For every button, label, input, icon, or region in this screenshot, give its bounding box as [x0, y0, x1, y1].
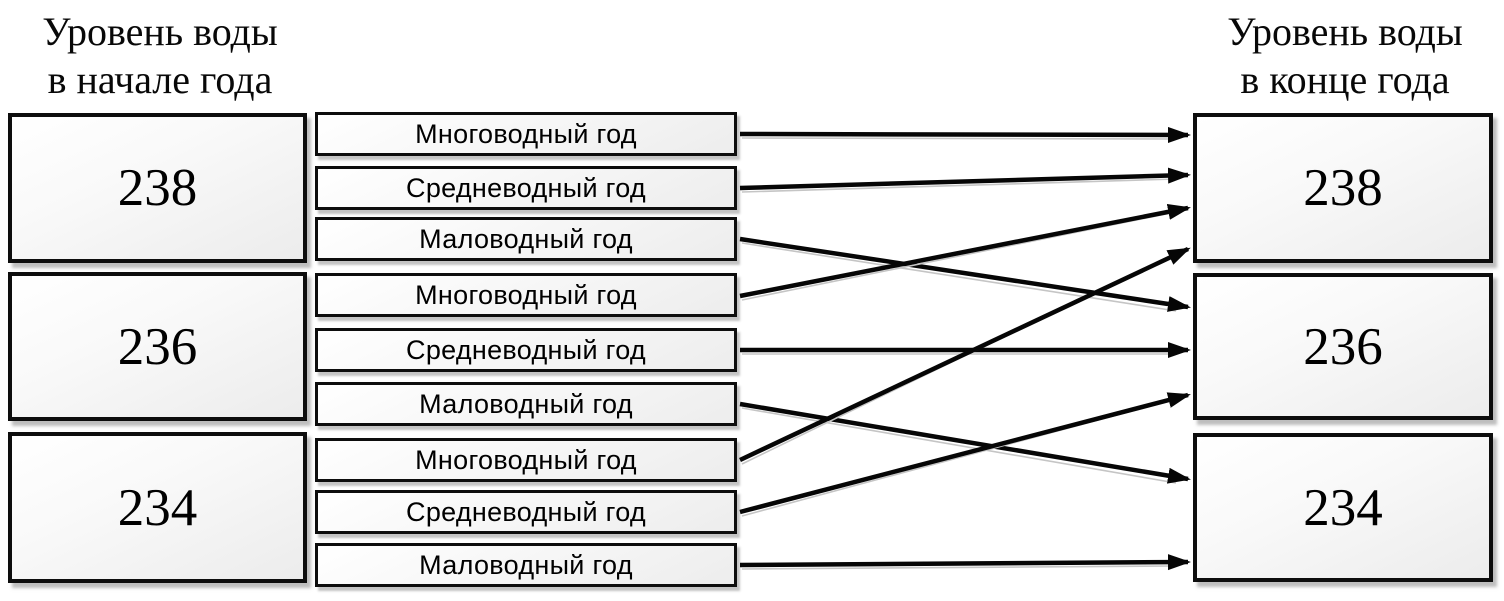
- end-heading-line2: в конце года: [1240, 57, 1450, 102]
- transition-arrow-shadow: [741, 252, 1177, 465]
- year-type-label: Многоводный год: [415, 118, 637, 149]
- year-type-label: Маловодный год: [419, 549, 633, 580]
- year-type-box: Маловодный год: [315, 382, 737, 426]
- end-level-box: 236: [1193, 273, 1493, 420]
- end-of-year-heading: Уровень воды в конце года: [1190, 8, 1500, 104]
- year-type-box: Маловодный год: [315, 217, 737, 261]
- transition-arrow-shadow: [741, 137, 1177, 140]
- end-heading-line1: Уровень воды: [1227, 9, 1463, 54]
- start-heading-line2: в начале года: [47, 57, 273, 102]
- year-type-label: Средневодный год: [406, 496, 646, 527]
- start-level-box: 238: [8, 113, 307, 263]
- transition-arrow-line: [739, 167, 1191, 191]
- year-type-box: Многоводный год: [315, 438, 737, 482]
- year-type-label: Многоводный год: [415, 444, 637, 475]
- transition-arrow-shadow: [741, 242, 1177, 312]
- start-level-box: 236: [8, 272, 307, 421]
- start-level-value: 236: [117, 317, 198, 376]
- transition-arrow-line: [739, 401, 1191, 484]
- end-level-value: 234: [1303, 478, 1383, 537]
- start-level-box: 234: [8, 432, 307, 583]
- year-type-box: Средневодный год: [315, 490, 737, 534]
- end-level-box: 234: [1193, 433, 1493, 582]
- year-type-label: Многоводный год: [415, 279, 637, 310]
- year-type-box: Многоводный год: [315, 273, 737, 317]
- year-type-label: Средневодный год: [406, 172, 646, 203]
- transition-arrow-shadow: [741, 398, 1177, 517]
- transition-arrow-shadow: [741, 211, 1177, 301]
- transition-arrow-shadow: [741, 565, 1177, 570]
- transition-arrow-line: [739, 236, 1191, 312]
- transition-arrow-shadow: [741, 178, 1177, 193]
- transition-arrow-line: [739, 554, 1191, 571]
- year-type-box: Средневодный год: [315, 328, 737, 372]
- year-type-label: Маловодный год: [419, 223, 633, 254]
- start-of-year-heading: Уровень воды в начале года: [5, 8, 315, 104]
- year-type-box: Маловодный год: [315, 543, 737, 587]
- start-level-value: 234: [117, 478, 198, 537]
- start-heading-line1: Уровень воды: [42, 9, 278, 54]
- transition-arrow-line: [739, 246, 1191, 463]
- transition-arrow-line: [739, 392, 1191, 515]
- end-level-value: 236: [1303, 317, 1383, 376]
- transition-arrow-line: [739, 204, 1191, 299]
- transition-arrow-shadow: [741, 407, 1177, 484]
- end-level-value: 238: [1303, 159, 1383, 217]
- year-type-box: Многоводный год: [315, 112, 737, 156]
- end-level-box: 238: [1193, 113, 1493, 263]
- start-level-value: 238: [117, 159, 198, 217]
- year-type-box: Средневодный год: [315, 166, 737, 210]
- transition-arrow-line: [739, 126, 1191, 143]
- year-type-label: Маловодный год: [419, 388, 633, 419]
- year-type-label: Средневодный год: [406, 334, 646, 365]
